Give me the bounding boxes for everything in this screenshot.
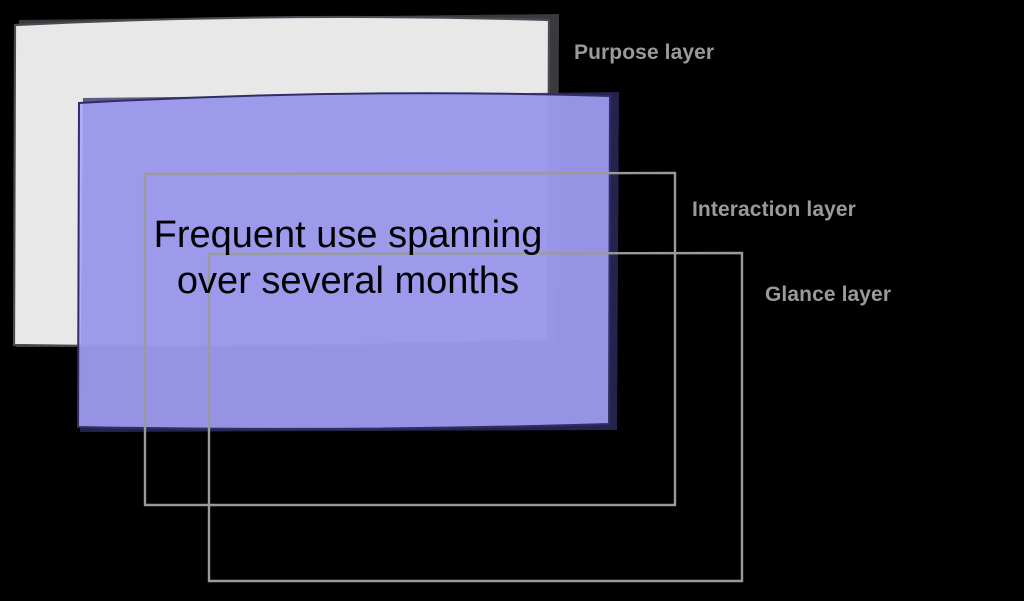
glance-layer-plane[interactable] (143, 171, 677, 507)
headline-text: Frequent use spanning over several month… (153, 214, 543, 302)
glance-layer-outline (143, 171, 677, 507)
label-glance-layer: Glance layer (765, 283, 892, 306)
interaction-layer-face (76, 92, 612, 430)
fourth-layer-plane[interactable] (207, 251, 744, 583)
label-interaction-layer: Interaction layer (692, 198, 856, 221)
fourth-layer-outline (207, 251, 744, 583)
interaction-layer-plane[interactable] (76, 92, 619, 432)
label-purpose-layer: Purpose layer (574, 41, 715, 64)
